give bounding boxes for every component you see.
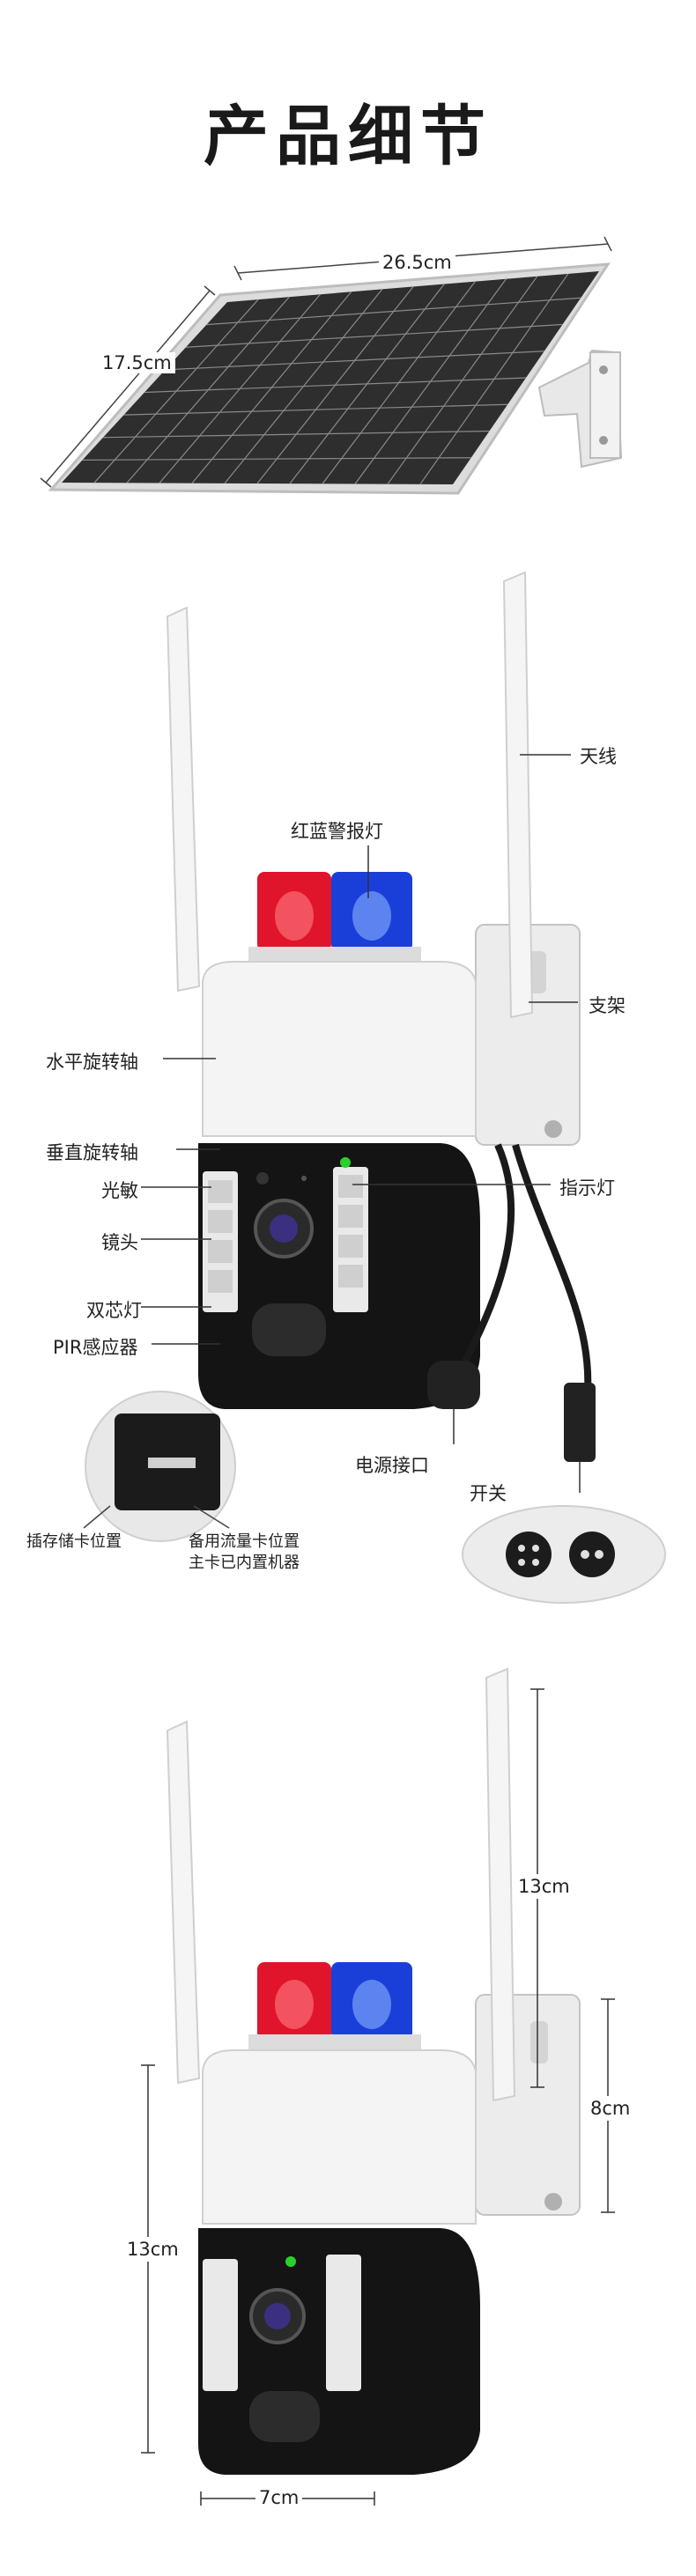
label-switch: 开关 <box>470 1483 507 1504</box>
wall-bracket <box>537 349 623 469</box>
dim-body-height: 13cm <box>127 2237 179 2262</box>
label-pir-sensor: PIR感应器 <box>53 1337 138 1358</box>
label-bracket: 支架 <box>589 995 626 1016</box>
switch-plug <box>564 1383 596 1462</box>
label-sim-note-line2: 主卡已内置机器 <box>189 1554 300 1572</box>
solar-panel-illustration <box>40 236 623 495</box>
connector-inset <box>462 1505 666 1604</box>
panel-width-dimension: 26.5cm <box>379 252 455 273</box>
label-indicator-light: 指示灯 <box>559 1177 615 1199</box>
right-antenna <box>502 571 534 1019</box>
label-warning-light: 红蓝警报灯 <box>291 821 383 842</box>
left-antenna <box>166 606 201 993</box>
panel-height-dimension: 17.5cm <box>99 352 175 373</box>
camera-detail-illustration <box>83 571 666 1604</box>
panel-grid-line <box>102 430 490 439</box>
panel-grid-line <box>165 351 544 371</box>
page-title: 产品细节 <box>204 99 492 174</box>
dim-body-width: 7cm <box>255 2487 303 2508</box>
power-connector <box>427 1361 480 1409</box>
label-dual-light: 双芯灯 <box>86 1300 142 1321</box>
label-horizontal-rotation: 水平旋转轴 <box>46 1052 138 1073</box>
label-vertical-rotation: 垂直旋转轴 <box>46 1142 138 1163</box>
pir-sensor-window <box>252 1303 326 1356</box>
label-light-sensor: 光敏 <box>101 1180 138 1201</box>
label-lens: 镜头 <box>101 1232 138 1253</box>
dim-antenna-height: 13cm <box>518 1874 570 1899</box>
label-sim-note-line1: 备用流量卡位置 <box>189 1532 300 1551</box>
panel-grid-line <box>123 403 508 416</box>
label-power-port: 电源接口 <box>355 1455 429 1476</box>
panel-grid-line <box>82 457 471 461</box>
panel-grid-line <box>185 323 563 348</box>
dim-bracket-height: 8cm <box>590 2096 631 2121</box>
panel-grid-line <box>144 377 527 394</box>
label-sd-slot: 插存储卡位置 <box>26 1532 122 1551</box>
panel-grid-line <box>206 297 581 326</box>
label-antenna: 天线 <box>580 746 617 767</box>
camera-housing <box>202 961 477 1137</box>
